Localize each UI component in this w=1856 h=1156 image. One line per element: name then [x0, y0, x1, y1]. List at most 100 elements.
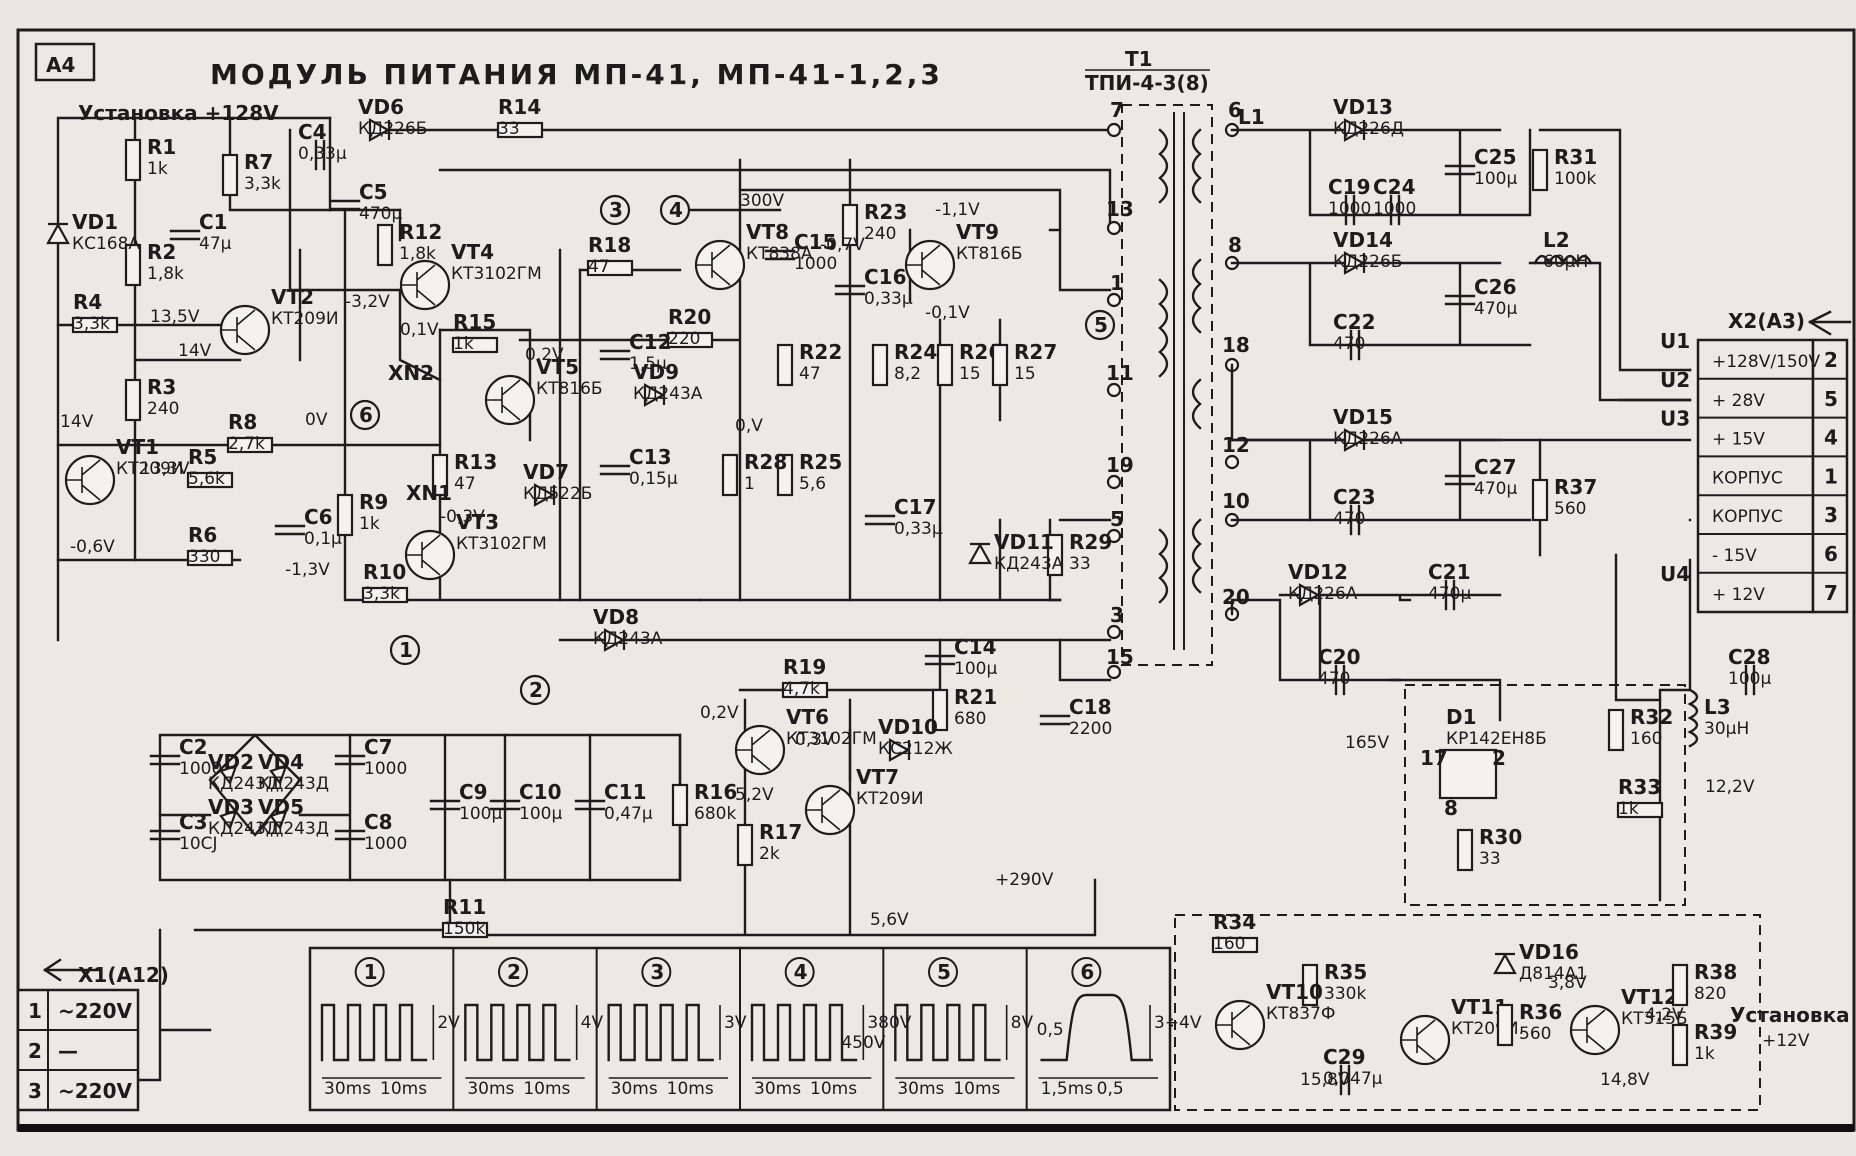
d1-regulator[interactable]: 17 2 8 [1420, 746, 1506, 820]
component-l1[interactable]: L1 [1238, 105, 1265, 129]
component-r8[interactable]: R82,7k [226, 410, 274, 454]
component-c4[interactable]: C40,33μ [298, 120, 347, 171]
transformer-t1[interactable] [1121, 104, 1213, 666]
component-r4[interactable]: R43,3k [71, 290, 119, 334]
component-r2[interactable]: R21,8k [124, 240, 184, 287]
component-r5[interactable]: R55,6k [186, 445, 234, 489]
component-r7[interactable]: R73,3k [221, 150, 281, 197]
component-c6[interactable]: C60,1μ [274, 505, 342, 549]
